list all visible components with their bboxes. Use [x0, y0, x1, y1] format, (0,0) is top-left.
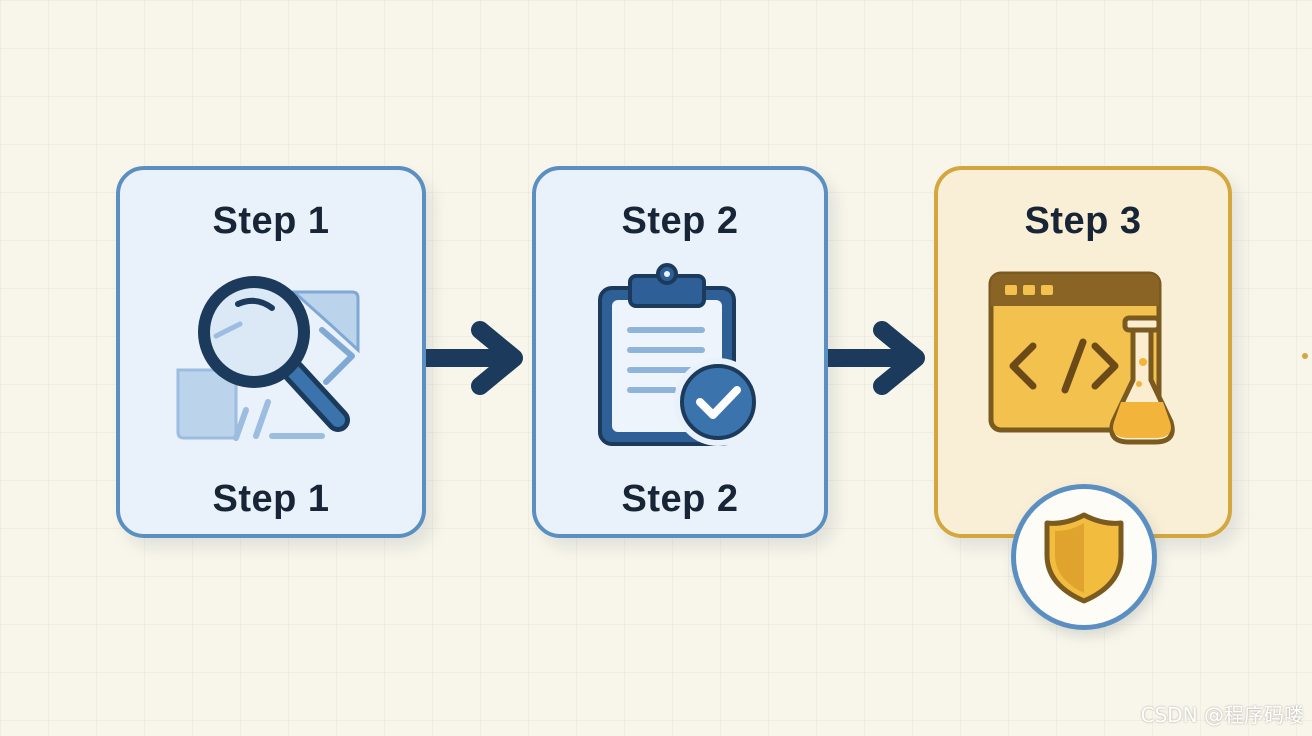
step-2-card: Step 2 Step 2 [532, 166, 828, 538]
watermark: CSDN @程序码喽 [1140, 703, 1304, 727]
decorative-dot [1302, 353, 1308, 359]
shield-icon [1044, 512, 1124, 604]
magnifier-icon [176, 276, 360, 441]
step-1-caption: Step 1 [212, 478, 330, 520]
arrow-right-icon [426, 321, 523, 395]
step-1-title: Step 1 [212, 200, 330, 242]
arrow-right-icon [828, 321, 925, 395]
step-3-title: Step 3 [1024, 200, 1142, 242]
clipboard-check-icon [598, 263, 762, 446]
step-3-card: Step 3 [934, 166, 1232, 538]
step-1-card: Step 1 Step 1 [116, 166, 426, 538]
code-window-flask-icon [988, 271, 1175, 445]
step-2-title: Step 2 [621, 200, 739, 242]
step-2-caption: Step 2 [621, 478, 739, 520]
shield-badge [1011, 484, 1157, 630]
